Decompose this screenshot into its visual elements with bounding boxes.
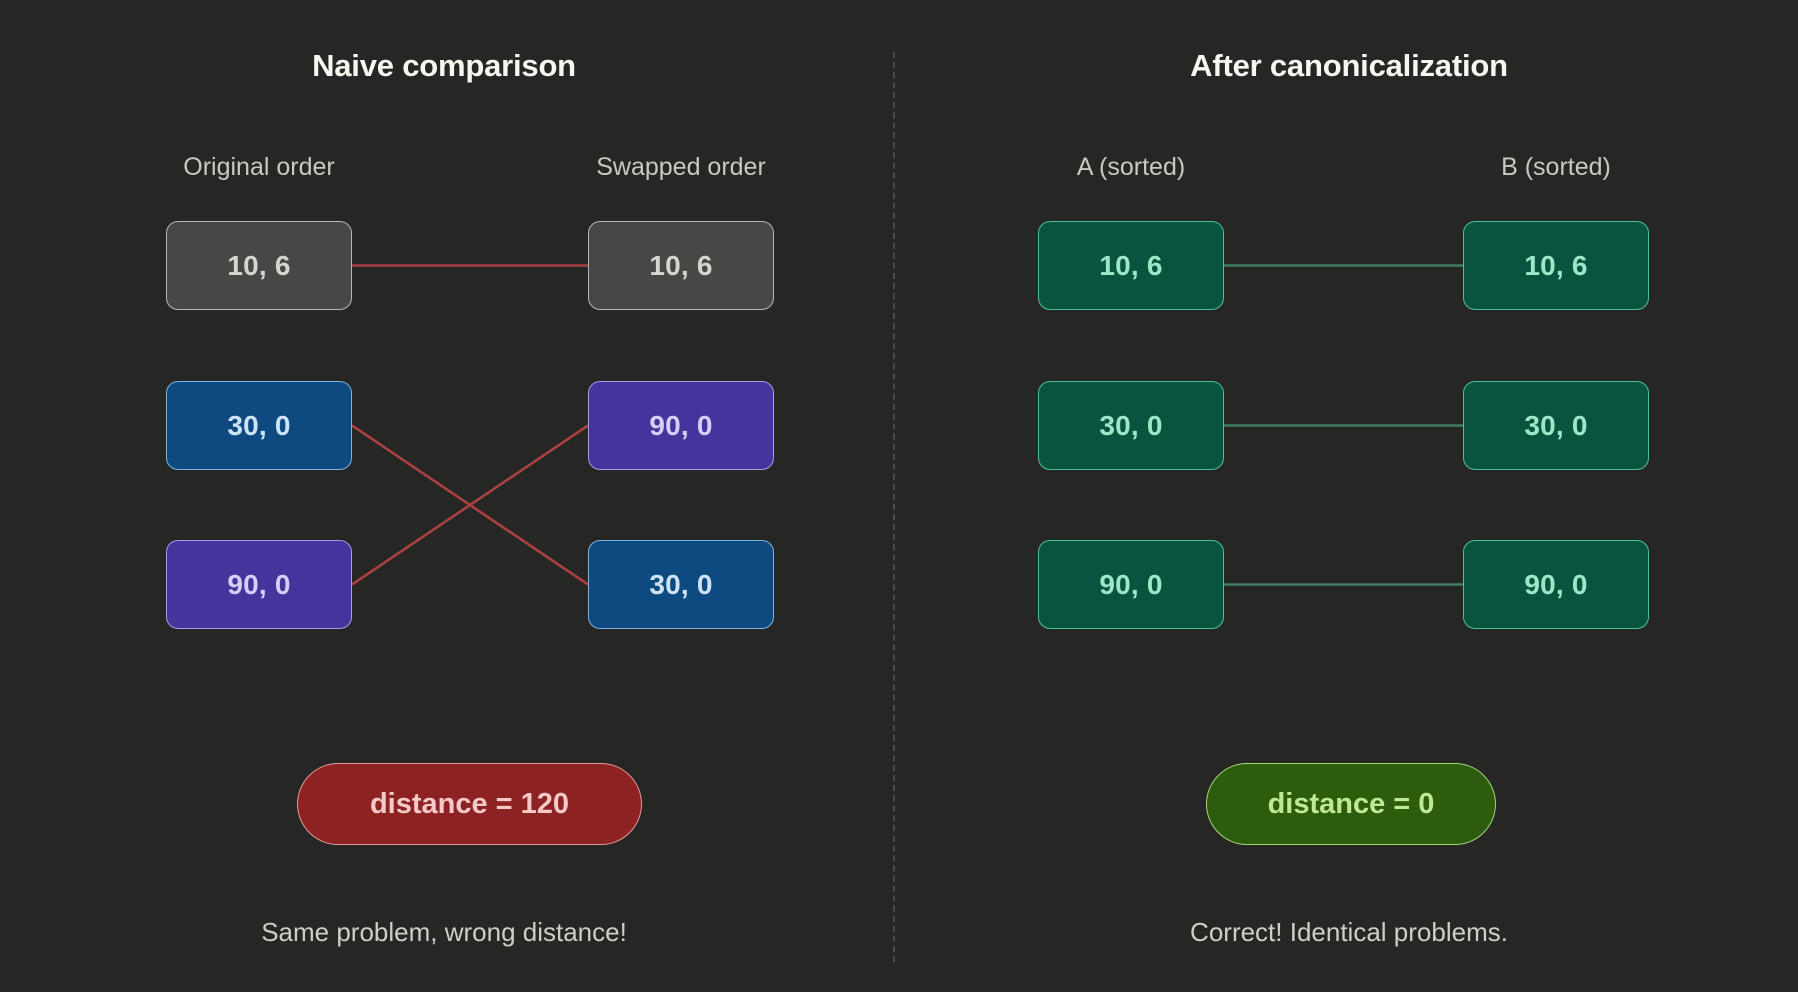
column-label-b-sorted: B (sorted) — [1501, 153, 1611, 181]
value-node-label: 10, 6 — [1099, 249, 1163, 281]
value-node-label: 30, 0 — [1099, 409, 1163, 441]
value-node-label: 10, 6 — [649, 249, 713, 281]
value-node-label: 10, 6 — [227, 249, 291, 281]
value-node-label: 30, 0 — [1524, 409, 1588, 441]
column-label-a-sorted: A (sorted) — [1076, 153, 1186, 181]
distance-badge-canonical: distance = 0 — [1206, 763, 1496, 845]
value-node-label: 30, 0 — [227, 409, 291, 441]
value-node-label: 90, 0 — [1524, 568, 1588, 600]
value-node-b-sorted-0: 10, 6 — [1463, 221, 1649, 310]
column-label-original-order: Original order — [183, 153, 335, 181]
connector-naive-2 — [351, 424, 589, 586]
column-label-swapped-order: Swapped order — [596, 153, 766, 181]
panel-divider — [893, 52, 895, 962]
connector-naive-1 — [351, 424, 589, 586]
panel-title-canonical: After canonicalization — [1190, 48, 1508, 83]
value-node-original-0: 10, 6 — [166, 221, 352, 310]
value-node-original-2: 90, 0 — [166, 540, 352, 629]
value-node-a-sorted-2: 90, 0 — [1038, 540, 1224, 629]
value-node-original-1: 30, 0 — [166, 381, 352, 470]
value-node-a-sorted-0: 10, 6 — [1038, 221, 1224, 310]
value-node-swapped-2: 30, 0 — [588, 540, 774, 629]
value-node-b-sorted-1: 30, 0 — [1463, 381, 1649, 470]
value-node-b-sorted-2: 90, 0 — [1463, 540, 1649, 629]
footnote-canonical: Correct! Identical problems. — [1190, 917, 1508, 947]
value-node-label: 10, 6 — [1524, 249, 1588, 281]
panel-title-naive: Naive comparison — [312, 48, 576, 83]
value-node-swapped-0: 10, 6 — [588, 221, 774, 310]
value-node-label: 30, 0 — [649, 568, 713, 600]
value-node-swapped-1: 90, 0 — [588, 381, 774, 470]
value-node-label: 90, 0 — [227, 568, 291, 600]
footnote-naive: Same problem, wrong distance! — [261, 917, 627, 947]
value-node-label: 90, 0 — [1099, 568, 1163, 600]
value-node-a-sorted-1: 30, 0 — [1038, 381, 1224, 470]
value-node-label: 90, 0 — [649, 409, 713, 441]
distance-badge-naive: distance = 120 — [297, 763, 642, 845]
